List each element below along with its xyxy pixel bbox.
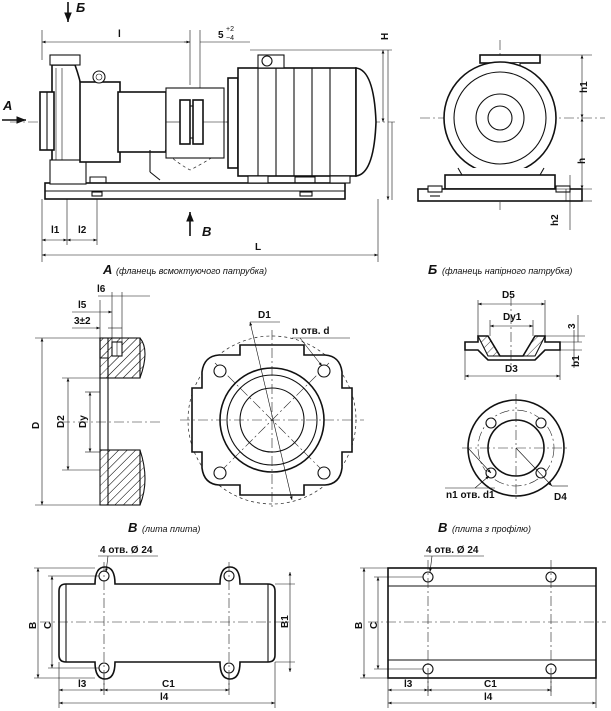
caption-A-text: (фланець всмоктуючого патрубка) bbox=[116, 266, 267, 276]
front-view: h1 h h2 bbox=[417, 40, 605, 230]
dim-l2: l2 bbox=[78, 225, 87, 236]
dim-B-1: B bbox=[28, 622, 39, 629]
flange-A-front: D1 n отв. d bbox=[180, 310, 364, 510]
dim-Dy: Dy bbox=[78, 415, 89, 428]
dim-holes-V2: 4 отв. Ø 24 bbox=[426, 545, 479, 556]
dim-D: D bbox=[31, 422, 42, 429]
dim-B-2: B bbox=[354, 622, 365, 629]
dim-gap: 3±2 bbox=[74, 316, 91, 327]
caption-B-text: (фланець напірного патрубка) bbox=[442, 266, 572, 276]
dim-D2: D2 bbox=[56, 415, 67, 428]
dim-l1: l1 bbox=[51, 225, 60, 236]
arrow-A-label: А bbox=[2, 98, 12, 113]
dim-C-1: C bbox=[43, 622, 54, 629]
dim-Dy1: Dy1 bbox=[503, 312, 522, 323]
dim-l6: l6 bbox=[97, 284, 106, 295]
dim-l4-2: l4 bbox=[484, 692, 493, 703]
dim-h: h bbox=[577, 158, 588, 164]
caption-B-letter: Б bbox=[428, 262, 437, 277]
dim-B1: B1 bbox=[280, 615, 291, 628]
caption-V1-text: (лита плита) bbox=[142, 524, 200, 534]
dim-b1: b1 bbox=[571, 355, 582, 367]
flange-A-section: D D2 Dy l6 l5 3±2 bbox=[31, 284, 160, 506]
dim-D3: D3 bbox=[505, 364, 518, 375]
dim-C1-2: C1 bbox=[484, 679, 497, 690]
dim-C1-1: C1 bbox=[162, 679, 175, 690]
dim-fit-sup: +2 bbox=[226, 26, 234, 33]
caption-V2-text: (плита з профілю) bbox=[452, 524, 531, 534]
flange-B-front: n1 отв. d1 D4 bbox=[445, 394, 570, 503]
dim-l4-1: l4 bbox=[160, 692, 169, 703]
dim-D1: D1 bbox=[258, 310, 271, 321]
dim-holes-B: n1 отв. d1 bbox=[446, 490, 495, 501]
dim-L: L bbox=[255, 242, 261, 253]
arrow-B-label: Б bbox=[76, 0, 85, 15]
dim-H: H bbox=[380, 33, 391, 40]
plate-profile: 4 отв. Ø 24 B C l3 C1 l4 bbox=[354, 545, 606, 708]
dim-l: l bbox=[118, 29, 121, 40]
dim-C-2: C bbox=[369, 622, 380, 629]
dim-l5: l5 bbox=[78, 300, 87, 311]
dim-h1: h1 bbox=[579, 81, 590, 93]
dim-D5: D5 bbox=[502, 290, 515, 301]
dim-l3-2: l3 bbox=[404, 679, 413, 690]
plate-cast: 4 отв. Ø 24 B C B1 l3 C1 l4 bbox=[28, 545, 295, 708]
side-view: l 5 +2 −4 H l1 l2 L А Б В bbox=[2, 0, 395, 262]
dim-fit-sub: −4 bbox=[226, 35, 234, 42]
caption-V1-letter: В bbox=[128, 520, 137, 535]
dim-h2: h2 bbox=[550, 214, 561, 226]
dim-D4: D4 bbox=[554, 492, 567, 503]
dim-holes-A: n отв. d bbox=[292, 326, 329, 337]
flange-B-section: D5 Dy1 D3 b1 3 bbox=[464, 290, 585, 380]
caption-A-letter: А bbox=[102, 262, 112, 277]
caption-V2-letter: В bbox=[438, 520, 447, 535]
dim-l3-1: l3 bbox=[78, 679, 87, 690]
dim-s: 3 bbox=[567, 323, 578, 329]
arrow-V-label: В bbox=[202, 224, 211, 239]
dim-fit: 5 bbox=[218, 30, 224, 41]
dim-holes-V1: 4 отв. Ø 24 bbox=[100, 545, 153, 556]
